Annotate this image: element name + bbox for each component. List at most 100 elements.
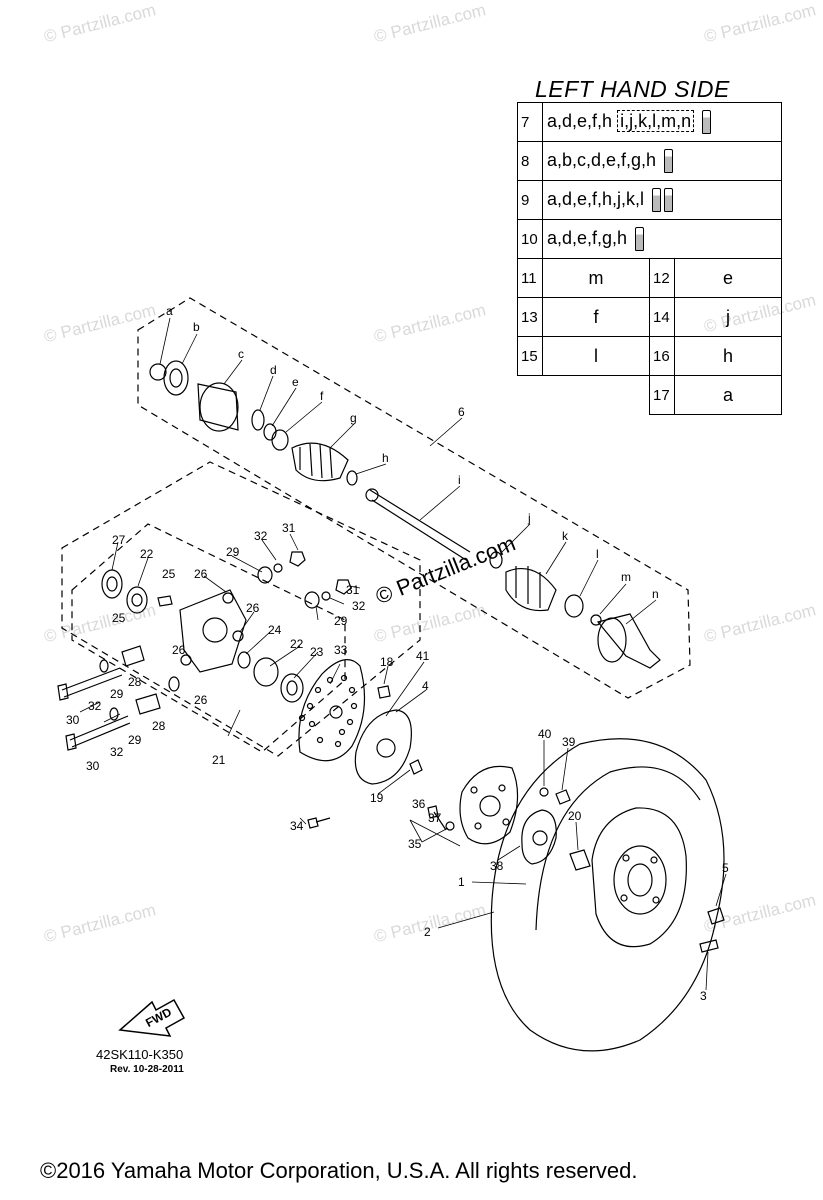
part-d-ring [251,409,265,431]
fwd-arrow-icon [118,998,186,1037]
part-36-bolt [427,805,447,831]
part-k-boot [505,568,557,612]
callout-5: 5 [722,861,729,875]
legend-row: 15 l 16 h [517,336,782,376]
legend-title: LEFT HAND SIDE [535,76,730,102]
grease-tube-icon [664,149,674,173]
callout-l: l [596,547,599,561]
callout-d: d [270,363,277,377]
callout-39: 39 [562,735,576,749]
legend-parts: a,b,c,d,e,f,g,h [542,141,782,181]
brake-drum [459,765,519,845]
copyright-notice: ©2016 Yamaha Motor Corporation, U.S.A. A… [40,1158,638,1183]
part-h-band [346,470,358,486]
legend-parts-text: a,d,e,f,g,h [547,227,628,248]
callout-20: 20 [568,809,582,823]
knuckle-inner-outline [71,523,346,753]
legend-num: 17 [649,375,675,415]
part-2-tire [490,738,725,1052]
part-5-nut [707,907,725,925]
legend-parts: a,d,e,f,h i,j,k,l,m,n [542,102,782,142]
callout-31: 31 [282,521,296,535]
part-18-nut [377,685,391,699]
part-24-spacer [237,651,251,669]
legend-num: 16 [649,336,675,376]
callout-19: 19 [370,791,384,805]
callout-32c: 32 [88,699,102,713]
callout-37: 37 [428,811,442,825]
callout-22: 22 [140,547,154,561]
callout-25b: 25 [112,611,126,625]
callout-35: 35 [408,837,422,851]
callout-38: 38 [490,859,504,873]
legend-row: 17 a [518,375,782,415]
callout-36: 36 [412,797,426,811]
legend-parts-text: a,b,c,d,e,f,g,h [547,149,657,170]
callout-31b: 31 [346,583,360,597]
callout-27: 27 [112,533,126,547]
part-29-bushing [257,566,273,584]
legend-num: 13 [517,297,543,337]
callout-29: 29 [226,545,240,559]
part-c-outer-joint [197,383,239,431]
callout-m: m [621,570,631,584]
part-34-bolt [307,817,331,829]
legend-row: 10 a,d,e,f,g,h [517,219,782,259]
part-38-gasket [521,809,557,865]
part-22b-bearing [253,657,279,687]
callout-h: h [382,451,389,465]
callout-6: 6 [458,405,465,419]
legend-row: 9 a,d,e,f,h,j,k,l [517,180,782,220]
callout-25: 25 [162,567,176,581]
legend-blank [518,376,650,415]
callout-34: 34 [290,819,304,833]
part-l-clamp [564,594,584,618]
grease-tube-icon [635,227,645,251]
legend-num: 7 [517,102,543,142]
part-27-seal [101,569,123,599]
part-3-valve [699,939,719,953]
legend-value: l [542,336,650,376]
callout-41: 41 [416,649,430,663]
callout-30b: 30 [86,759,100,773]
knuckle-group-outline [61,461,421,757]
callout-2: 2 [424,925,431,939]
part-23-seal [280,673,304,703]
callout-labels: a b c d e f g h i j k l m n 6 27 22 25 2… [66,304,729,1003]
part-f-clamp [271,429,289,451]
callout-26b: 26 [246,601,260,615]
part-m-circlip [590,614,602,626]
callout-18: 18 [380,655,394,669]
legend-value: e [674,258,782,298]
legend-parts-text: a,d,e,f,h,j,k,l [547,188,645,209]
callout-32d: 32 [110,745,124,759]
callout-28b: 28 [152,719,166,733]
part-g-boot [291,442,349,482]
callout-c: c [238,347,244,361]
callout-21: 21 [212,753,226,767]
part-a-circlip [149,363,167,381]
legend-parts: a,d,e,f,g,h [542,219,782,259]
callout-30: 30 [66,713,80,727]
part-26-collar [222,592,234,604]
drawing-code: 42SK110-K350 [96,1047,184,1062]
revision-date: Rev. 10-28-2011 [110,1064,184,1075]
callout-32b: 32 [352,599,366,613]
callout-26: 26 [194,567,208,581]
callout-29b: 29 [334,614,348,628]
legend-num: 14 [649,297,675,337]
callout-29c: 29 [110,687,124,701]
legend-value: m [542,258,650,298]
part-32-washer [273,563,283,573]
callout-3: 3 [700,989,707,1003]
part-37-washer [445,821,455,831]
part-25-grease-nipple [157,595,173,607]
callout-32: 32 [254,529,268,543]
legend-value: h [674,336,782,376]
legend-value: a [674,375,782,415]
legend-parts: a,d,e,f,h,j,k,l [542,180,782,220]
callout-a: a [166,304,173,318]
legend-value: f [542,297,650,337]
part-19-stud [409,759,423,775]
